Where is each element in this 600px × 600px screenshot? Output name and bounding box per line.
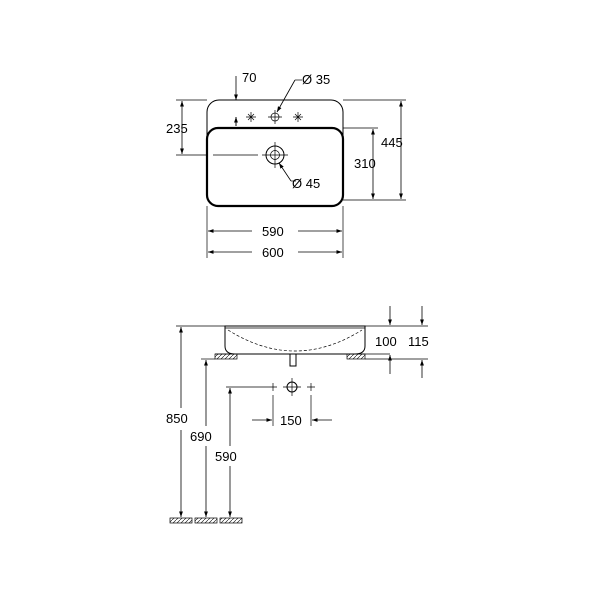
countertop-left <box>214 353 238 360</box>
tap-hole-right-icon <box>293 112 303 122</box>
floor-block-1 <box>169 517 193 524</box>
dim-70-label: 70 <box>242 70 256 85</box>
basin-inner-bowl <box>227 329 363 352</box>
dim-445-label: 445 <box>381 135 403 150</box>
dim-235-label: 235 <box>166 121 188 136</box>
top-view: 70 Ø 35 235 445 310 Ø 45 590 <box>166 70 406 260</box>
floor-block-3 <box>219 517 243 524</box>
dim-drain-45-label: Ø 45 <box>292 176 320 191</box>
drain-pipe <box>289 354 297 367</box>
dim-850-label: 850 <box>166 411 188 426</box>
tap-hole-center-icon <box>268 110 282 124</box>
dim-115-label: 115 <box>408 334 429 349</box>
dim-hole-35-label: Ø 35 <box>302 72 330 87</box>
basin-inner-outline <box>205 126 345 208</box>
dim-150-label: 150 <box>280 413 302 428</box>
drain-icon <box>213 142 288 168</box>
tap-holes-side-icon <box>269 378 315 396</box>
tap-hole-left-icon <box>246 112 256 122</box>
dim-590-label: 590 <box>262 224 284 239</box>
dim-310-label: 310 <box>354 156 376 171</box>
dim-690-label: 690 <box>190 429 212 444</box>
dim-100-label: 100 <box>375 334 397 349</box>
countertop-right <box>346 353 366 360</box>
dim-600-label: 600 <box>262 245 284 260</box>
dim-590-side-label: 590 <box>215 449 237 464</box>
side-view: 100 115 150 850 690 590 <box>166 306 429 524</box>
floor-block-2 <box>194 517 218 524</box>
